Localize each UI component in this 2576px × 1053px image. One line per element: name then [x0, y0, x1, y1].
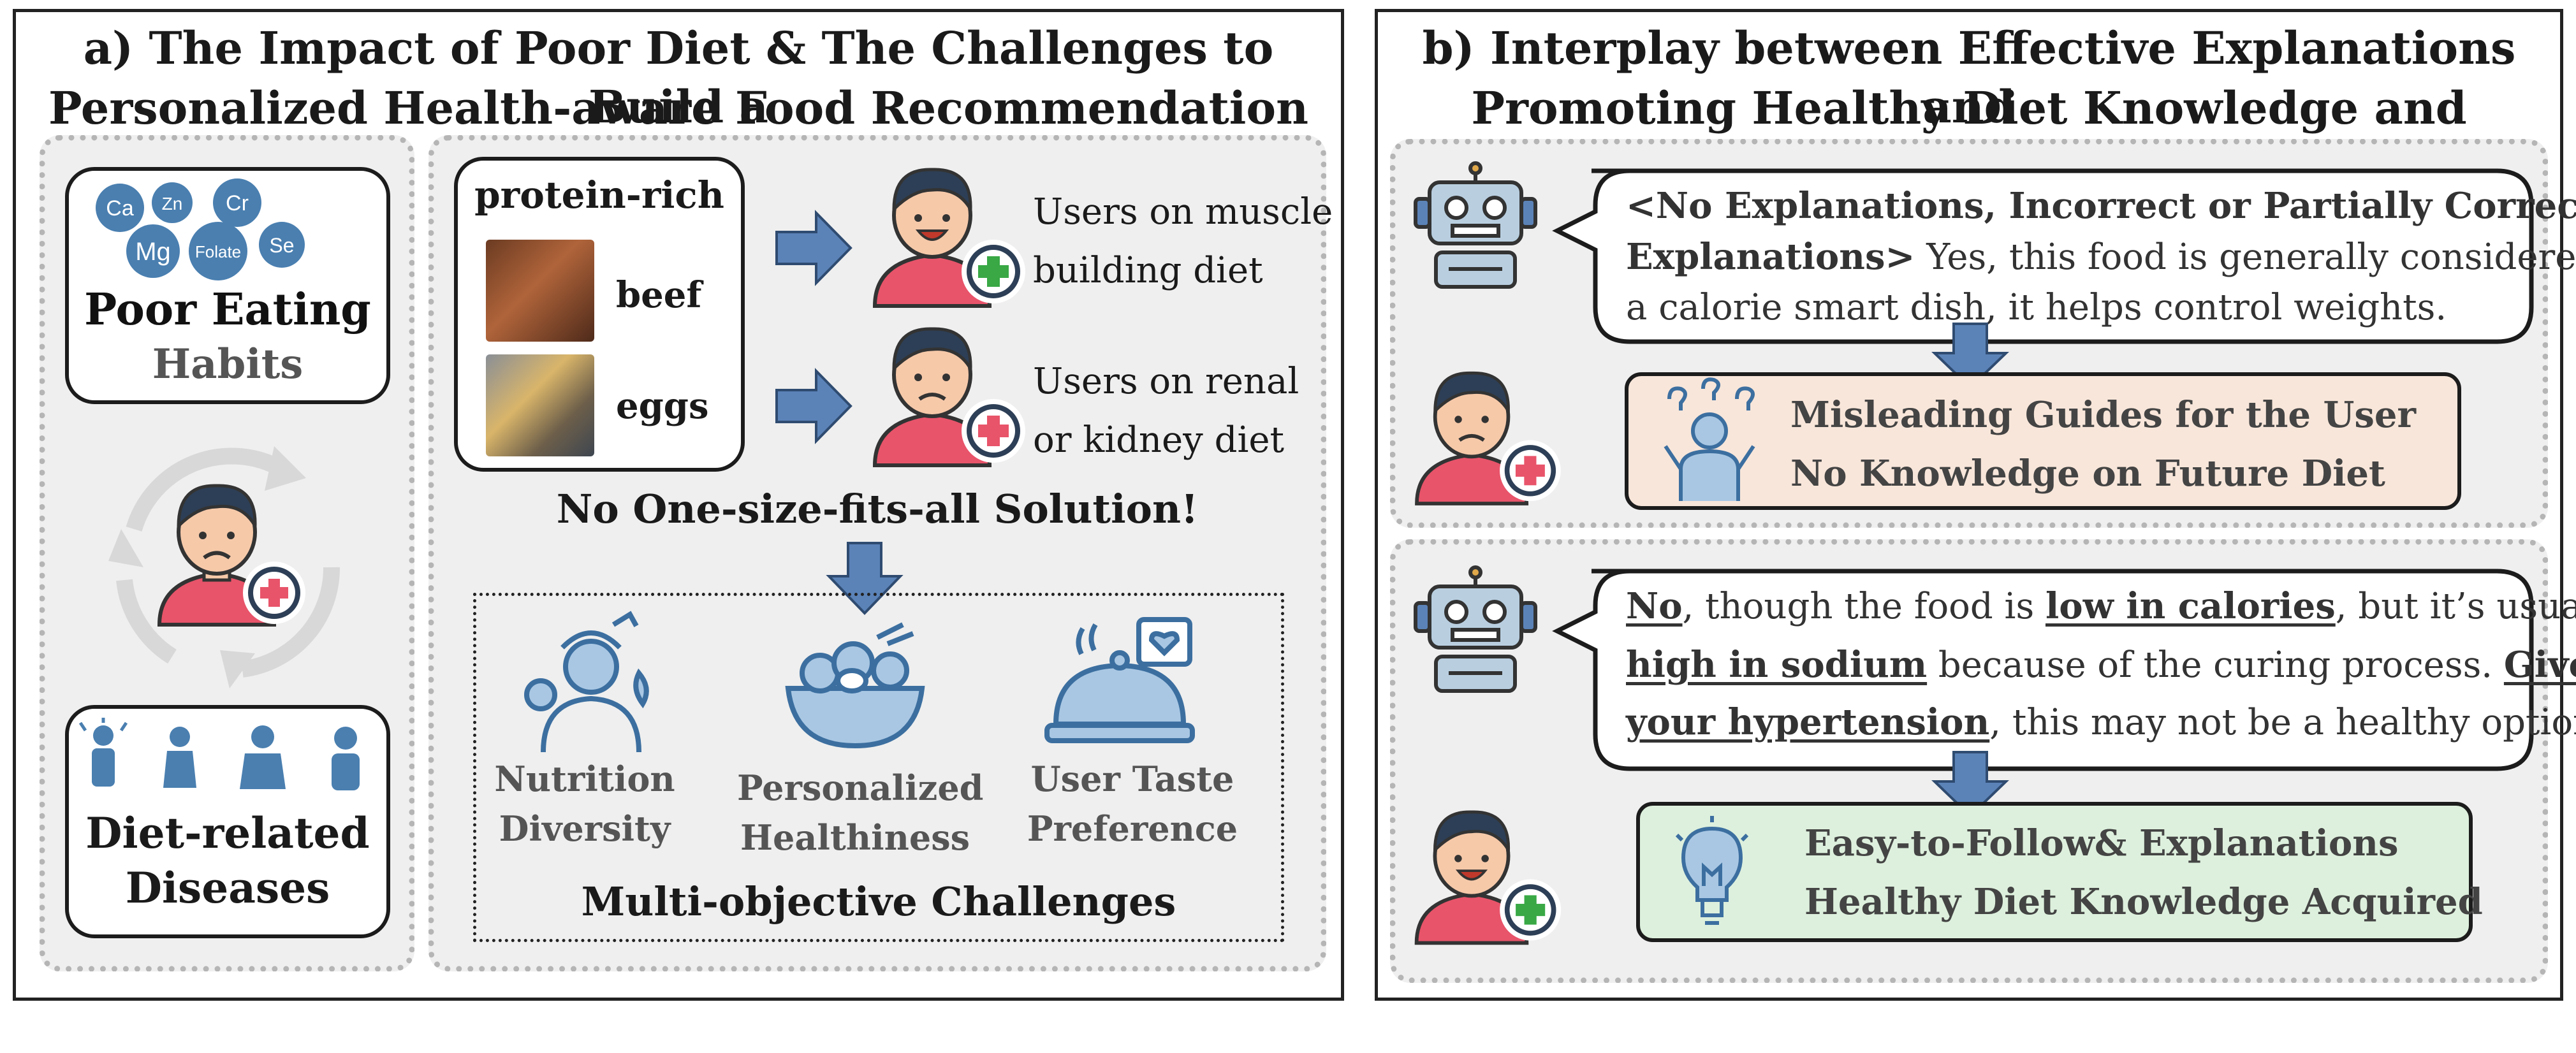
challenge-label-line1: Nutrition	[494, 759, 675, 799]
bad-result-line2: No Knowledge on Future Diet	[1790, 453, 2385, 495]
user-renal-line1: Users on renal	[1033, 361, 1299, 402]
good-bubble-line2: high in sodium because of the curing pro…	[1626, 644, 2576, 686]
good-result-box	[1636, 802, 2473, 942]
good-result-line2: Healthy Diet Knowledge Acquired	[1804, 881, 2483, 923]
panel-a-title-line1: a) The Impact of Poor Diet & The Challen…	[83, 22, 1274, 133]
nutrient-zn	[152, 182, 193, 223]
good-result-line1: Easy-to-Follow& Explanations	[1804, 822, 2399, 864]
challenge-label-line2: Preference	[1027, 808, 1238, 849]
person-sick-icon	[332, 727, 360, 790]
good-bubble-underline: Given	[2503, 644, 2576, 686]
nutrient-label: Folate	[195, 242, 241, 261]
speech-bubble-good	[1552, 569, 2534, 771]
nutrient-label: Cr	[226, 191, 249, 215]
happy-user-icon	[872, 168, 1025, 308]
speech-bubble-bad	[1552, 168, 2534, 344]
sad-user-icon	[157, 484, 305, 627]
arrow-right-icon	[775, 210, 853, 286]
bad-result-box	[1625, 372, 2461, 510]
challenge-label-line2: Healthiness	[740, 817, 970, 858]
good-bubble-text: because of the curing process.	[1927, 644, 2504, 686]
good-bubble-underline: No	[1626, 585, 1683, 627]
food-item-eggs: eggs	[616, 385, 709, 427]
eggs-photo	[486, 354, 594, 456]
nutrient-bubbles: Ca Zn Cr Mg Folate Se	[96, 178, 305, 280]
bad-bubble-line3: a calorie smart dish, it helps control w…	[1626, 287, 2447, 328]
person-fever-icon	[163, 727, 196, 788]
lightbulb-icon	[1675, 816, 1749, 925]
user-renal-line2: or kidney diet	[1033, 419, 1285, 461]
poor-eating-line2: Habits	[152, 340, 304, 388]
panel-b-title-line1: b) Interplay between Effective Explanati…	[1422, 22, 2516, 133]
personalized-healthiness-icon	[785, 622, 925, 749]
disease-person-icons	[78, 718, 360, 790]
challenge-label-line1: Personalized	[737, 767, 984, 808]
person-pain-icon	[240, 725, 286, 789]
diseases-line1: Diet-related	[85, 808, 370, 858]
nutrient-ca	[96, 184, 144, 232]
robot-icon	[1414, 161, 1537, 289]
multi-objective-label: Multi-objective Challenges	[581, 878, 1176, 925]
good-bubble-text: , though the food is	[1682, 586, 2045, 627]
arrow-down-icon	[1931, 751, 2009, 818]
nutrition-diversity-icon	[524, 611, 649, 753]
nutrient-label: Zn	[162, 194, 183, 214]
user-taste-preference-icon	[1044, 617, 1195, 743]
nutrient-se	[259, 222, 305, 268]
good-bubble-underline: high in sodium	[1626, 644, 1928, 686]
diseases-line2: Diseases	[125, 863, 330, 913]
user-muscle-line1: Users on muscle	[1033, 191, 1333, 233]
person-headache-icon	[78, 718, 128, 787]
good-bubble-underline: your hypertension	[1626, 701, 1990, 743]
nutrient-mg	[126, 224, 180, 278]
nutrient-label: Ca	[106, 196, 134, 221]
poor-eating-line1: Poor Eating	[84, 284, 371, 335]
bad-bubble-bold2: Explanations>	[1626, 236, 1915, 278]
no-one-size-label: No One-size-fits-all Solution!	[556, 486, 1199, 532]
food-item-beef: beef	[616, 274, 702, 316]
confused-person-icon	[1664, 377, 1755, 501]
good-bubble-line3: your hypertension, this may not be a hea…	[1626, 701, 2576, 743]
arrow-down-icon	[1931, 323, 2009, 389]
good-bubble-line1: No, though the food is low in calories, …	[1626, 585, 2576, 627]
nutrient-cr	[213, 178, 261, 227]
food-header: protein-rich	[474, 173, 724, 217]
bad-bubble-line2: Explanations> Yes, this food is generall…	[1626, 236, 2576, 278]
arrow-right-icon	[775, 368, 853, 444]
cycle-arrows-icon	[108, 446, 340, 688]
bad-result-line1: Misleading Guides for the User	[1790, 394, 2417, 436]
sad-user-icon	[872, 327, 1025, 467]
challenge-label-line2: Diversity	[499, 808, 671, 849]
nutrient-label: Se	[269, 234, 294, 257]
good-bubble-underline: low in calories	[2045, 585, 2336, 627]
sad-user-icon	[1415, 371, 1561, 505]
happy-user-icon	[1414, 810, 1562, 945]
nutrient-folate	[189, 222, 247, 280]
good-bubble-text: , this may not be a healthy option.	[1989, 702, 2576, 743]
bad-bubble-line1: <No Explanations, Incorrect or Partially…	[1626, 185, 2576, 227]
challenge-label-line1: User Taste	[1030, 759, 1234, 799]
beef-photo	[486, 240, 594, 342]
good-bubble-text: , but it’s usually	[2335, 586, 2576, 627]
nutrient-label: Mg	[135, 238, 171, 266]
user-muscle-line2: building diet	[1033, 250, 1263, 291]
bad-bubble-text2: Yes, this food is generally considered	[1915, 236, 2576, 278]
robot-icon	[1414, 565, 1537, 693]
challenges-box	[473, 593, 1284, 942]
